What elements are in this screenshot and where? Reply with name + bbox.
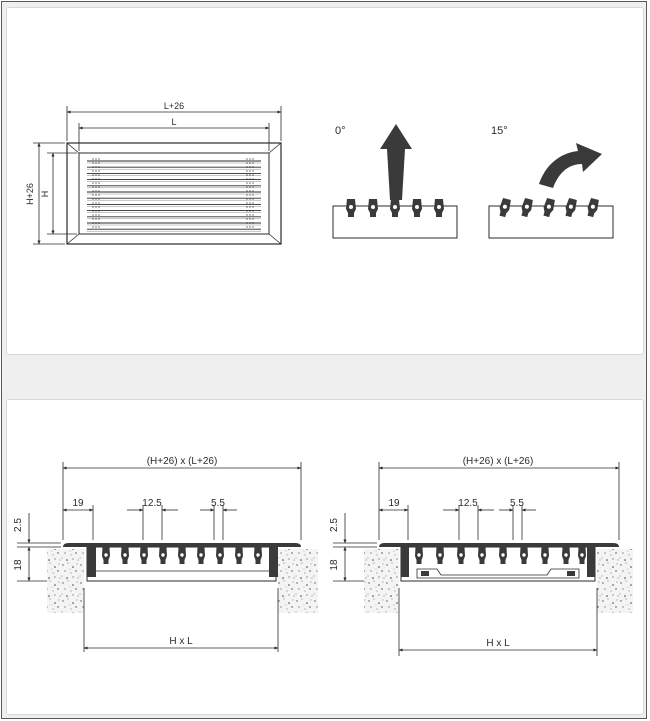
blade-profile [499, 197, 511, 218]
section-blade [415, 547, 423, 564]
grille-outer-frame [66, 142, 282, 245]
section-left-pitch-label: 12.5 [142, 498, 162, 509]
section-right-blades [415, 547, 586, 564]
angle-15-label: 15° [491, 125, 508, 137]
section-blade [478, 547, 486, 564]
grille-front-view [66, 142, 282, 245]
top-panel: L+26 L H+26 H 0° 15° [6, 7, 644, 355]
section-right-opening-label: H x L [486, 638, 510, 649]
section-blade [562, 547, 570, 564]
section-right-dimensions [333, 462, 620, 656]
section-blade [159, 547, 167, 564]
section-right-flange-label: 19 [388, 498, 400, 509]
section-blade [578, 547, 586, 564]
inner-height-label: H [40, 191, 50, 198]
concrete-left-b [278, 549, 318, 613]
blade-row-0-degree [346, 199, 444, 217]
section-blade [520, 547, 528, 564]
section-blade [499, 547, 507, 564]
concrete-right-b [597, 549, 633, 613]
straight-airflow-arrow [380, 124, 412, 200]
frame-profile-left-b [269, 547, 278, 577]
section-left [47, 543, 318, 613]
section-right [364, 543, 633, 613]
section-blade [121, 547, 129, 564]
section-blade [457, 547, 465, 564]
blade-profile [368, 199, 378, 217]
section-blade [102, 547, 110, 564]
blade-row-15-degree [499, 197, 599, 218]
flange-left [63, 543, 301, 547]
section-left-depth-label: 18 [13, 559, 24, 571]
section-blade [216, 547, 224, 564]
damper-mechanism [416, 568, 580, 579]
section-right-thickness-label: 2.5 [329, 518, 340, 532]
section-left-dimensions [17, 462, 302, 652]
section-left-overall-label: (H+26) x (L+26) [147, 456, 218, 467]
blade-profile [412, 199, 422, 217]
section-blade [235, 547, 243, 564]
bottom-panel: (H+26) x (L+26) 19 12.5 5.5 2.5 18 H x L [6, 399, 644, 715]
section-left-flange-label: 19 [72, 498, 84, 509]
section-right-blade-label: 5.5 [510, 498, 524, 509]
blade-profile [521, 197, 533, 218]
dimension-outer-width [66, 106, 282, 151]
blade-profile [565, 197, 577, 218]
section-left-opening-label: H x L [169, 636, 193, 647]
frame-profile-right-a [401, 547, 409, 577]
blade-profile [587, 197, 599, 218]
concrete-left-a [47, 549, 84, 613]
blade-profile [346, 199, 356, 217]
blade-profile [390, 199, 400, 217]
top-drawing: L+26 L H+26 H 0° 15° [25, 101, 614, 245]
frame-profile-left-a [87, 547, 96, 577]
section-blade [541, 547, 549, 564]
section-left-thickness-label: 2.5 [13, 518, 24, 532]
outer-width-label: L+26 [164, 101, 184, 111]
section-left-blade-label: 5.5 [211, 498, 225, 509]
blade-profile [434, 199, 444, 217]
frame-profile-right-b [587, 547, 595, 577]
dimension-outer-height [33, 142, 77, 245]
section-blade [254, 547, 262, 564]
inner-width-label: L [171, 117, 176, 127]
grille-blades [87, 160, 261, 232]
grille-blade-supports [92, 158, 254, 230]
grille-inner-frame [78, 152, 270, 235]
outer-height-label: H+26 [25, 183, 35, 205]
blade-profile [543, 197, 555, 218]
section-blade [197, 547, 205, 564]
bottom-drawing: (H+26) x (L+26) 19 12.5 5.5 2.5 18 H x L [13, 456, 633, 656]
section-right-pitch-label: 12.5 [458, 498, 478, 509]
section-right-overall-label: (H+26) x (L+26) [463, 456, 534, 467]
section-left-blades [102, 547, 262, 564]
section-blade [178, 547, 186, 564]
concrete-right-a [364, 549, 399, 613]
section-blade [140, 547, 148, 564]
section-right-depth-label: 18 [329, 559, 340, 571]
flange-right [379, 543, 619, 547]
deflected-airflow-arrow [539, 143, 602, 188]
angle-0-label: 0° [335, 125, 346, 137]
section-blade [436, 547, 444, 564]
